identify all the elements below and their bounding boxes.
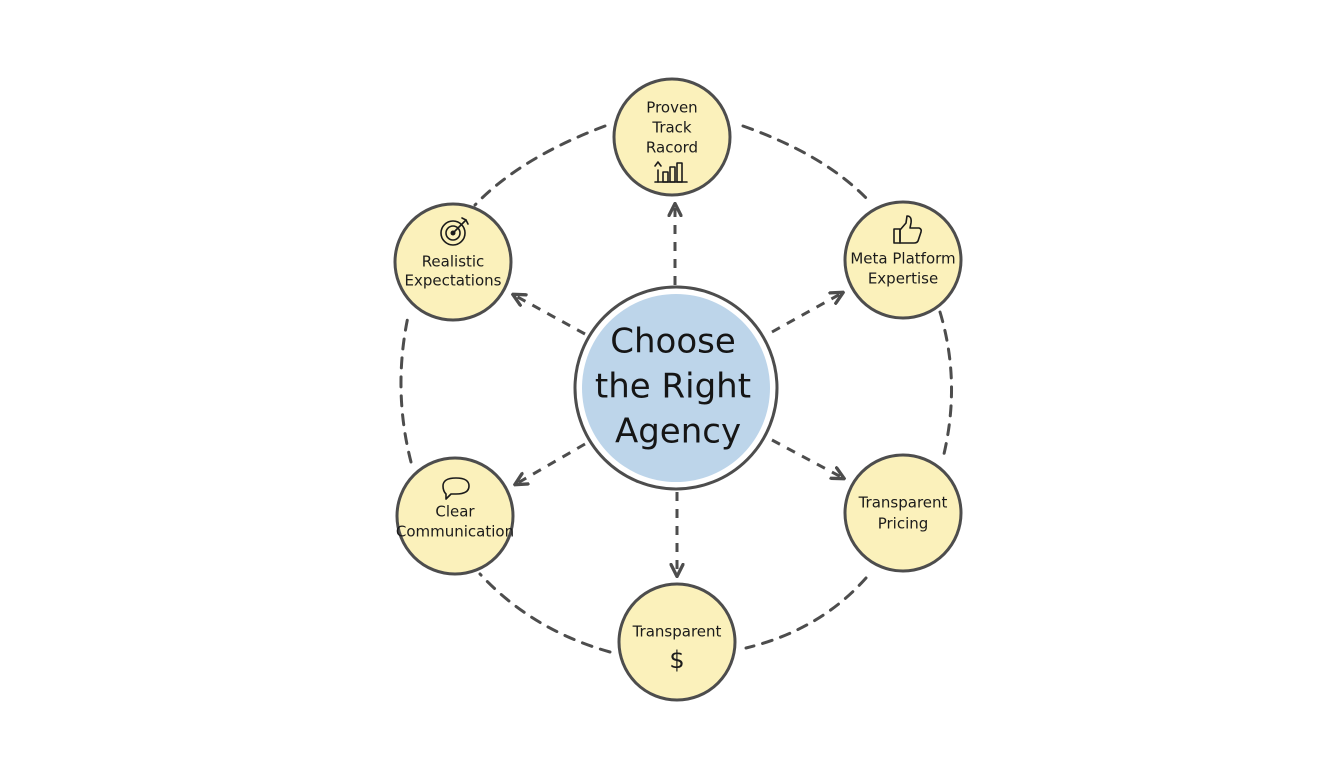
node-meta-platform-expertise: Meta Platform Expertise [843,200,963,320]
center-label-line-1: Choose [610,322,736,362]
node-label-line-2: Track [651,119,692,137]
node-transparent-pricing: Transparent Pricing [843,453,963,573]
dollar-icon: $ [669,646,684,674]
center-node: Choose the Right Agency [573,285,779,491]
spokes [514,205,843,575]
node-label-line-1: Meta Platform [850,250,955,268]
center-circle [582,294,770,482]
node-label-line-2: Communication [396,523,514,541]
ring-segment-bottom-left [478,572,612,654]
node-realistic-expectations: Realistic Expectations [393,202,513,322]
node-label-line-2: Expectations [405,272,502,290]
node-label-line-1: Realistic [422,253,485,271]
spoke-upper-right [771,293,842,334]
node-label-line-2: Expertise [868,270,938,288]
node-label-line-1: Transparent [858,494,948,512]
spoke-upper-left [514,295,586,336]
spoke-lower-left [516,442,586,484]
outer-ring [399,124,954,654]
node-label-line-1: Transparent [632,623,722,641]
ring-segment-top-left [473,124,607,207]
bar-chart-icon [654,161,688,183]
node-label-line-1: Clear [435,503,475,521]
spoke-lower-right [771,438,843,478]
ring-segment-top-right [741,124,870,202]
node-transparent: Transparent $ [617,582,737,702]
speech-bubble-icon [442,477,470,500]
ring-segment-left [399,310,413,464]
ring-segment-right [938,310,954,464]
target-icon [440,217,469,246]
node-clear-communication: Clear Communication [395,456,515,576]
node-label-line-3: Racord [646,139,698,157]
node-label-line-1: Proven [646,99,697,117]
ring-segment-bottom-right [744,576,868,650]
center-label-line-3: Agency [615,412,741,452]
node-label-line-2: Pricing [878,515,929,533]
center-label-line-2: the Right [595,367,751,407]
thumbs-up-icon [893,215,923,244]
node-proven-track-record: Proven Track Racord [612,77,732,197]
